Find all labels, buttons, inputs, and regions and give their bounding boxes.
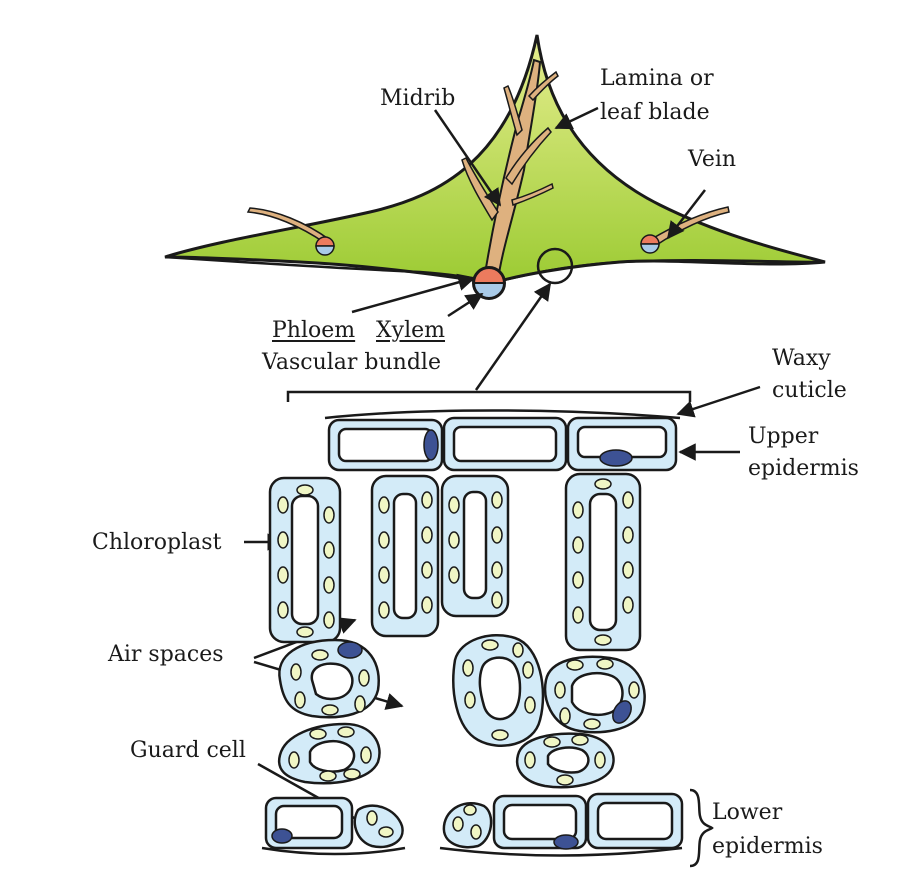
vascular-bundle-midrib xyxy=(472,266,506,300)
label-chloroplast: Chloroplast xyxy=(92,530,222,555)
label-upper-line2: epidermis xyxy=(748,456,859,481)
label-upper-line1: Upper xyxy=(748,424,819,449)
label-midrib: Midrib xyxy=(380,86,456,111)
lower-cuticle xyxy=(439,846,683,857)
label-air-spaces: Air spaces xyxy=(108,642,224,667)
label-phloem: Phloem xyxy=(272,318,356,343)
label-vein: Vein xyxy=(688,147,737,172)
label-lower-line1: Lower xyxy=(712,800,783,825)
label-xylem: Xylem xyxy=(376,318,446,343)
section-highlight-circle xyxy=(536,247,574,285)
leaf xyxy=(164,34,826,300)
upper-epidermis xyxy=(327,416,678,472)
label-guard-cell: Guard cell xyxy=(130,738,246,763)
waxy-cuticle xyxy=(324,409,681,420)
vascular-bundle-right xyxy=(640,234,660,254)
label-lamina-line2: leaf blade xyxy=(600,100,710,125)
lower-cuticle xyxy=(261,846,406,856)
label-lower-line2: epidermis xyxy=(712,834,823,859)
label-waxy-line1: Waxy xyxy=(772,346,831,371)
vascular-bundle-left xyxy=(315,236,335,256)
side-vein xyxy=(503,84,523,137)
label-waxy-line2: cuticle xyxy=(772,378,847,403)
chloroplast-group xyxy=(288,639,640,786)
spongy-layer xyxy=(277,633,646,789)
chloroplast-group xyxy=(277,478,634,646)
side-vein xyxy=(511,182,554,206)
label-vascular-bundle: Vascular bundle xyxy=(262,350,441,375)
section-bracket xyxy=(286,390,692,402)
palisade-layer xyxy=(268,472,642,652)
label-lamina-line1: Lamina or xyxy=(600,66,714,91)
lower-epidermis xyxy=(264,792,684,850)
side-vein xyxy=(527,70,559,102)
side-vein xyxy=(505,126,552,186)
guard-cell xyxy=(353,804,404,849)
lower-epidermis-brace xyxy=(689,788,714,868)
